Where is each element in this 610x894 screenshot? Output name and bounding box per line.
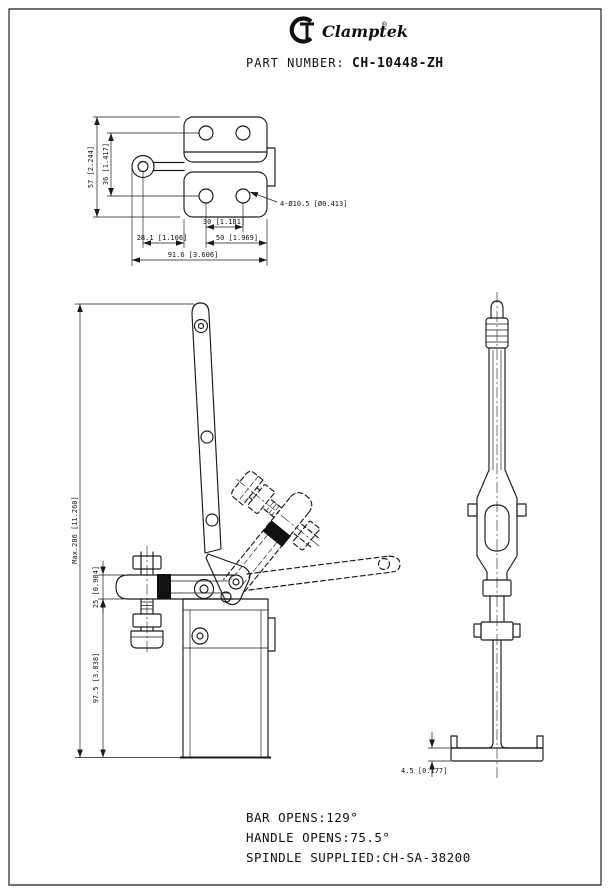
side-view-dimensions: 4.5 [0.177] bbox=[401, 732, 451, 777]
front-view bbox=[115, 302, 401, 759]
dim-top-hole-row-spacing: 36 [1.417] bbox=[102, 143, 110, 185]
dim-top-plate-width: 50 [1.969] bbox=[216, 234, 258, 242]
clamptek-logo: Clamptek ® bbox=[289, 16, 408, 44]
brand-name: Clamptek bbox=[322, 22, 408, 41]
dim-side-flange-thickness: 4.5 [0.177] bbox=[401, 767, 447, 775]
registered-mark: ® bbox=[382, 20, 387, 29]
clamp-bar-and-spindle bbox=[115, 545, 234, 655]
dim-top-eye-to-plate: 28.1 [1.106] bbox=[137, 234, 188, 242]
handle-open-position bbox=[246, 555, 401, 591]
part-number-label: PART NUMBER: bbox=[246, 56, 345, 70]
front-view-dimensions: Max.286 [11.260] 25 [0.984] 97.5 [3.838] bbox=[71, 303, 194, 758]
note-spindle-supplied: SPINDLE SUPPLIED:CH-SA-38200 bbox=[246, 850, 471, 865]
sheet-border bbox=[8, 8, 602, 886]
top-view-dimensions: 57 [2.244] 36 [1.417] 30 [1.181] 28.1 [1… bbox=[87, 116, 347, 266]
top-view bbox=[131, 116, 276, 218]
dim-front-max-height: Max.286 [11.260] bbox=[71, 496, 79, 563]
dim-front-base-height: 97.5 [3.838] bbox=[92, 653, 100, 704]
dim-top-total-width: 91.6 [3.606] bbox=[168, 251, 219, 259]
notes: BAR OPENS:129° HANDLE OPENS:75.5° SPINDL… bbox=[246, 810, 471, 865]
brand-mark-icon bbox=[289, 16, 314, 44]
dim-front-bar-section: 25 [0.984] bbox=[92, 566, 100, 608]
dim-top-height-total: 57 [2.244] bbox=[87, 146, 95, 188]
dim-top-holes-callout: 4-Ø10.5 [Ø0.413] bbox=[280, 200, 347, 208]
side-view bbox=[450, 292, 544, 780]
part-number-value: CH-10448-ZH bbox=[352, 56, 444, 71]
note-bar-opens: BAR OPENS:129° bbox=[246, 810, 358, 825]
note-handle-opens: HANDLE OPENS:75.5° bbox=[246, 830, 390, 845]
dim-top-hole-spacing: 30 [1.181] bbox=[203, 218, 245, 226]
